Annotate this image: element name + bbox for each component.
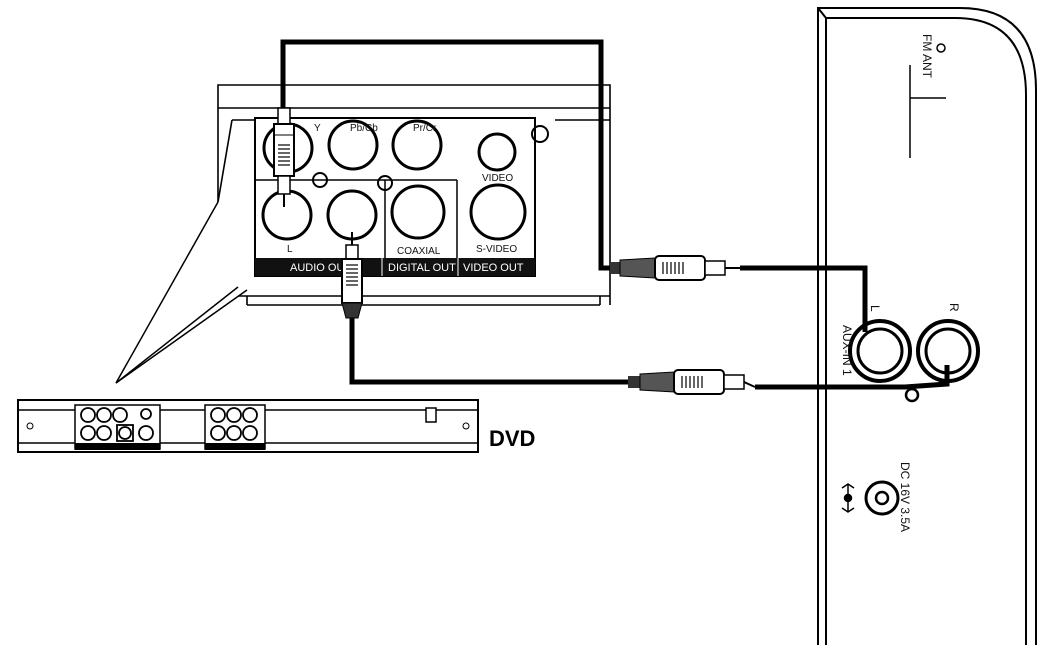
label-audio-out: AUDIO OUT [290, 262, 351, 274]
aux-in-l-jack[interactable] [848, 319, 912, 383]
dvd-label: DVD [489, 426, 535, 451]
aux-jacks [848, 319, 980, 403]
dvd-player [17, 399, 479, 453]
label-digital-out: DIGITAL OUT [388, 262, 456, 274]
aux-in-label: AUX-IN 1 [840, 325, 854, 376]
rear-jacks [261, 119, 549, 241]
rca-plug-top-left [273, 107, 295, 207]
aux-r-label: R [947, 303, 961, 312]
rca-plug-bottom-right [628, 369, 756, 395]
s-video-jack[interactable] [469, 183, 527, 241]
antenna-label: FM ANT [920, 34, 934, 79]
rca-plug-top-right [610, 255, 740, 281]
label-coaxial: COAXIAL [397, 246, 441, 257]
aux-in-r-jack[interactable] [916, 319, 980, 383]
label-pb-cb: Pb/Cb [350, 123, 378, 134]
label-y: Y [314, 123, 321, 134]
pr-cr-jack[interactable] [391, 119, 443, 171]
antenna-icon [909, 43, 946, 158]
video-jack[interactable] [477, 132, 517, 172]
cable-right [349, 318, 950, 390]
pb-cb-jack[interactable] [327, 119, 379, 171]
coaxial-jack[interactable] [390, 184, 446, 240]
zoom-callout [115, 201, 248, 384]
rca-plug-bottom-left [341, 232, 363, 319]
label-l: L [287, 244, 293, 255]
label-video-out: VIDEO OUT [463, 262, 524, 274]
label-pr-cr: Pr/Cr [413, 123, 437, 134]
label-video: VIDEO [482, 173, 513, 184]
dc-jack[interactable] [864, 480, 900, 516]
label-s-video: S-VIDEO [476, 244, 517, 255]
dc-polarity-icon [841, 483, 855, 513]
cable-left [280, 39, 868, 332]
aux-l-label: L [868, 305, 882, 312]
main-unit-panel [817, 7, 1037, 645]
dc-label: DC 16V 3.5A [898, 462, 912, 532]
